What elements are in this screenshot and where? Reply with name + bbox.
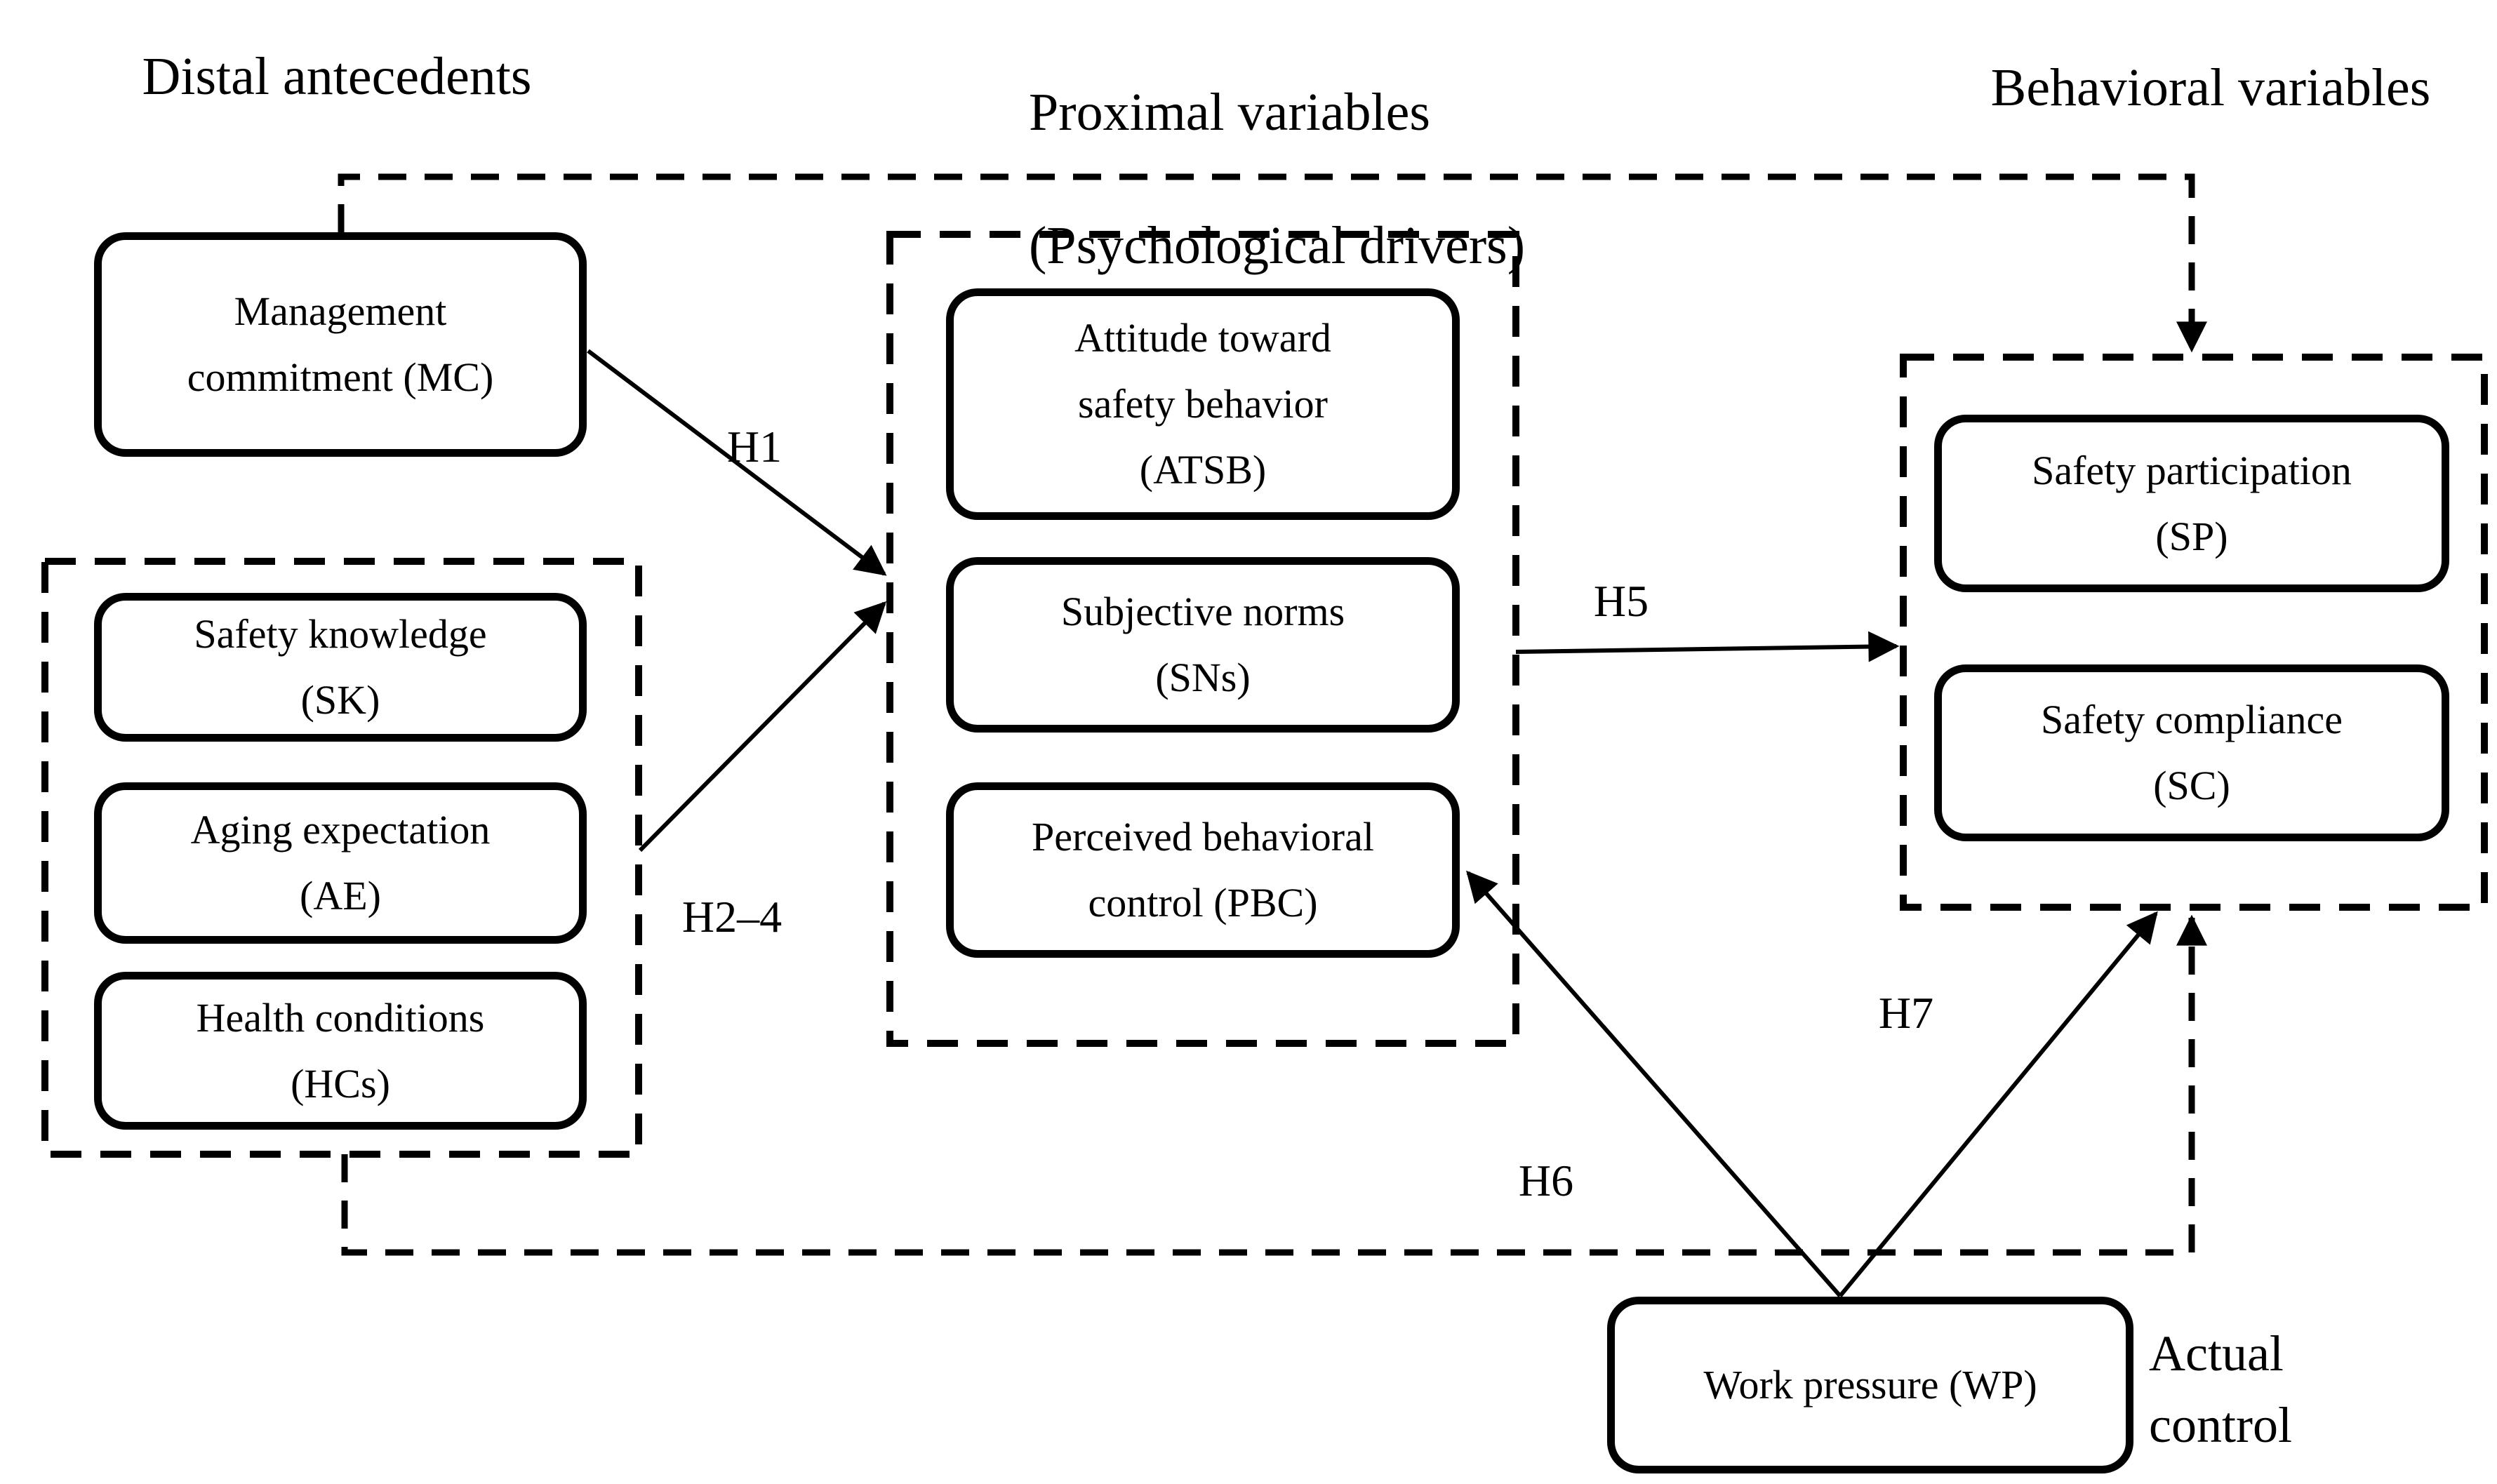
node-subjective-norms-line2: (SNs)	[1155, 655, 1251, 700]
bottom-dashed-connector	[341, 914, 2207, 1256]
behavioral-group-box	[1900, 354, 2488, 911]
annotation-actual-control: Actual control	[2149, 1318, 2292, 1461]
node-safety-knowledge-line1: Safety knowledge	[194, 611, 487, 657]
node-subjective-norms: Subjective norms (SNs)	[946, 557, 1460, 733]
annotation-actual-control-line1: Actual	[2149, 1325, 2284, 1382]
edge-h2-4-arrow	[638, 601, 887, 853]
node-aging-expectation-line1: Aging expectation	[190, 807, 491, 853]
edge-label-h1: H1	[726, 422, 783, 472]
node-safety-participation-line2: (SP)	[2155, 513, 2228, 559]
node-atsb-line1: Attitude toward	[1074, 315, 1331, 361]
node-management-commitment: Management commitment (MC)	[94, 232, 587, 457]
node-safety-compliance: Safety compliance (SC)	[1934, 664, 2449, 841]
edge-h7-arrow	[1838, 911, 2158, 1297]
top-dashed-connector	[338, 173, 2207, 353]
edge-h6-arrow	[1466, 870, 1842, 1297]
header-proximal-variables: Proximal variables (Psychological driver…	[976, 13, 1525, 346]
node-aging-expectation: Aging expectation (AE)	[94, 782, 587, 944]
node-health-conditions-line2: (HCs)	[291, 1060, 390, 1107]
node-attitude-toward-safety-behavior: Attitude toward safety behavior (ATSB)	[946, 288, 1460, 520]
node-safety-knowledge-line2: (SK)	[300, 677, 380, 723]
node-aging-expectation-line2: (AE)	[300, 873, 381, 918]
node-pbc-line1: Perceived behavioral	[1032, 814, 1374, 860]
node-perceived-behavioral-control: Perceived behavioral control (PBC)	[946, 782, 1460, 958]
header-proximal-line1: Proximal variables	[1029, 83, 1430, 142]
node-safety-participation-line1: Safety participation	[2032, 447, 2352, 493]
node-management-commitment-line1: Management	[234, 288, 447, 334]
header-proximal-line2: (Psychological drivers)	[1029, 216, 1526, 275]
annotation-actual-control-line2: control	[2149, 1397, 2292, 1453]
node-atsb-line2: safety behavior	[1078, 381, 1328, 427]
edge-label-h7: H7	[1878, 988, 1934, 1038]
proximal-group-box	[886, 231, 1519, 1047]
node-pbc-line2: control (PBC)	[1088, 880, 1318, 925]
header-distal-antecedents: Distal antecedents	[142, 47, 532, 106]
edge-label-h6: H6	[1518, 1156, 1574, 1205]
node-atsb-line3: (ATSB)	[1139, 447, 1267, 493]
node-management-commitment-line2: commitment (MC)	[187, 354, 494, 400]
node-safety-compliance-line2: (SC)	[2153, 763, 2230, 808]
node-subjective-norms-line1: Subjective norms	[1060, 589, 1345, 634]
node-health-conditions: Health conditions (HCs)	[94, 972, 587, 1130]
node-safety-participation: Safety participation (SP)	[1934, 415, 2449, 592]
header-behavioral-variables: Behavioral variables	[1990, 58, 2431, 117]
node-safety-knowledge: Safety knowledge (SK)	[94, 593, 587, 742]
node-health-conditions-line1: Health conditions	[196, 994, 485, 1041]
node-work-pressure: Work pressure (WP)	[1607, 1297, 2133, 1473]
edge-label-h5: H5	[1593, 576, 1649, 626]
node-safety-compliance-line1: Safety compliance	[2041, 697, 2343, 742]
node-work-pressure-line1: Work pressure (WP)	[1703, 1362, 2037, 1408]
edge-h5-arrow	[1515, 631, 1900, 662]
edge-label-h2-4: H2–4	[681, 892, 783, 942]
edge-h1-arrow	[587, 349, 887, 576]
